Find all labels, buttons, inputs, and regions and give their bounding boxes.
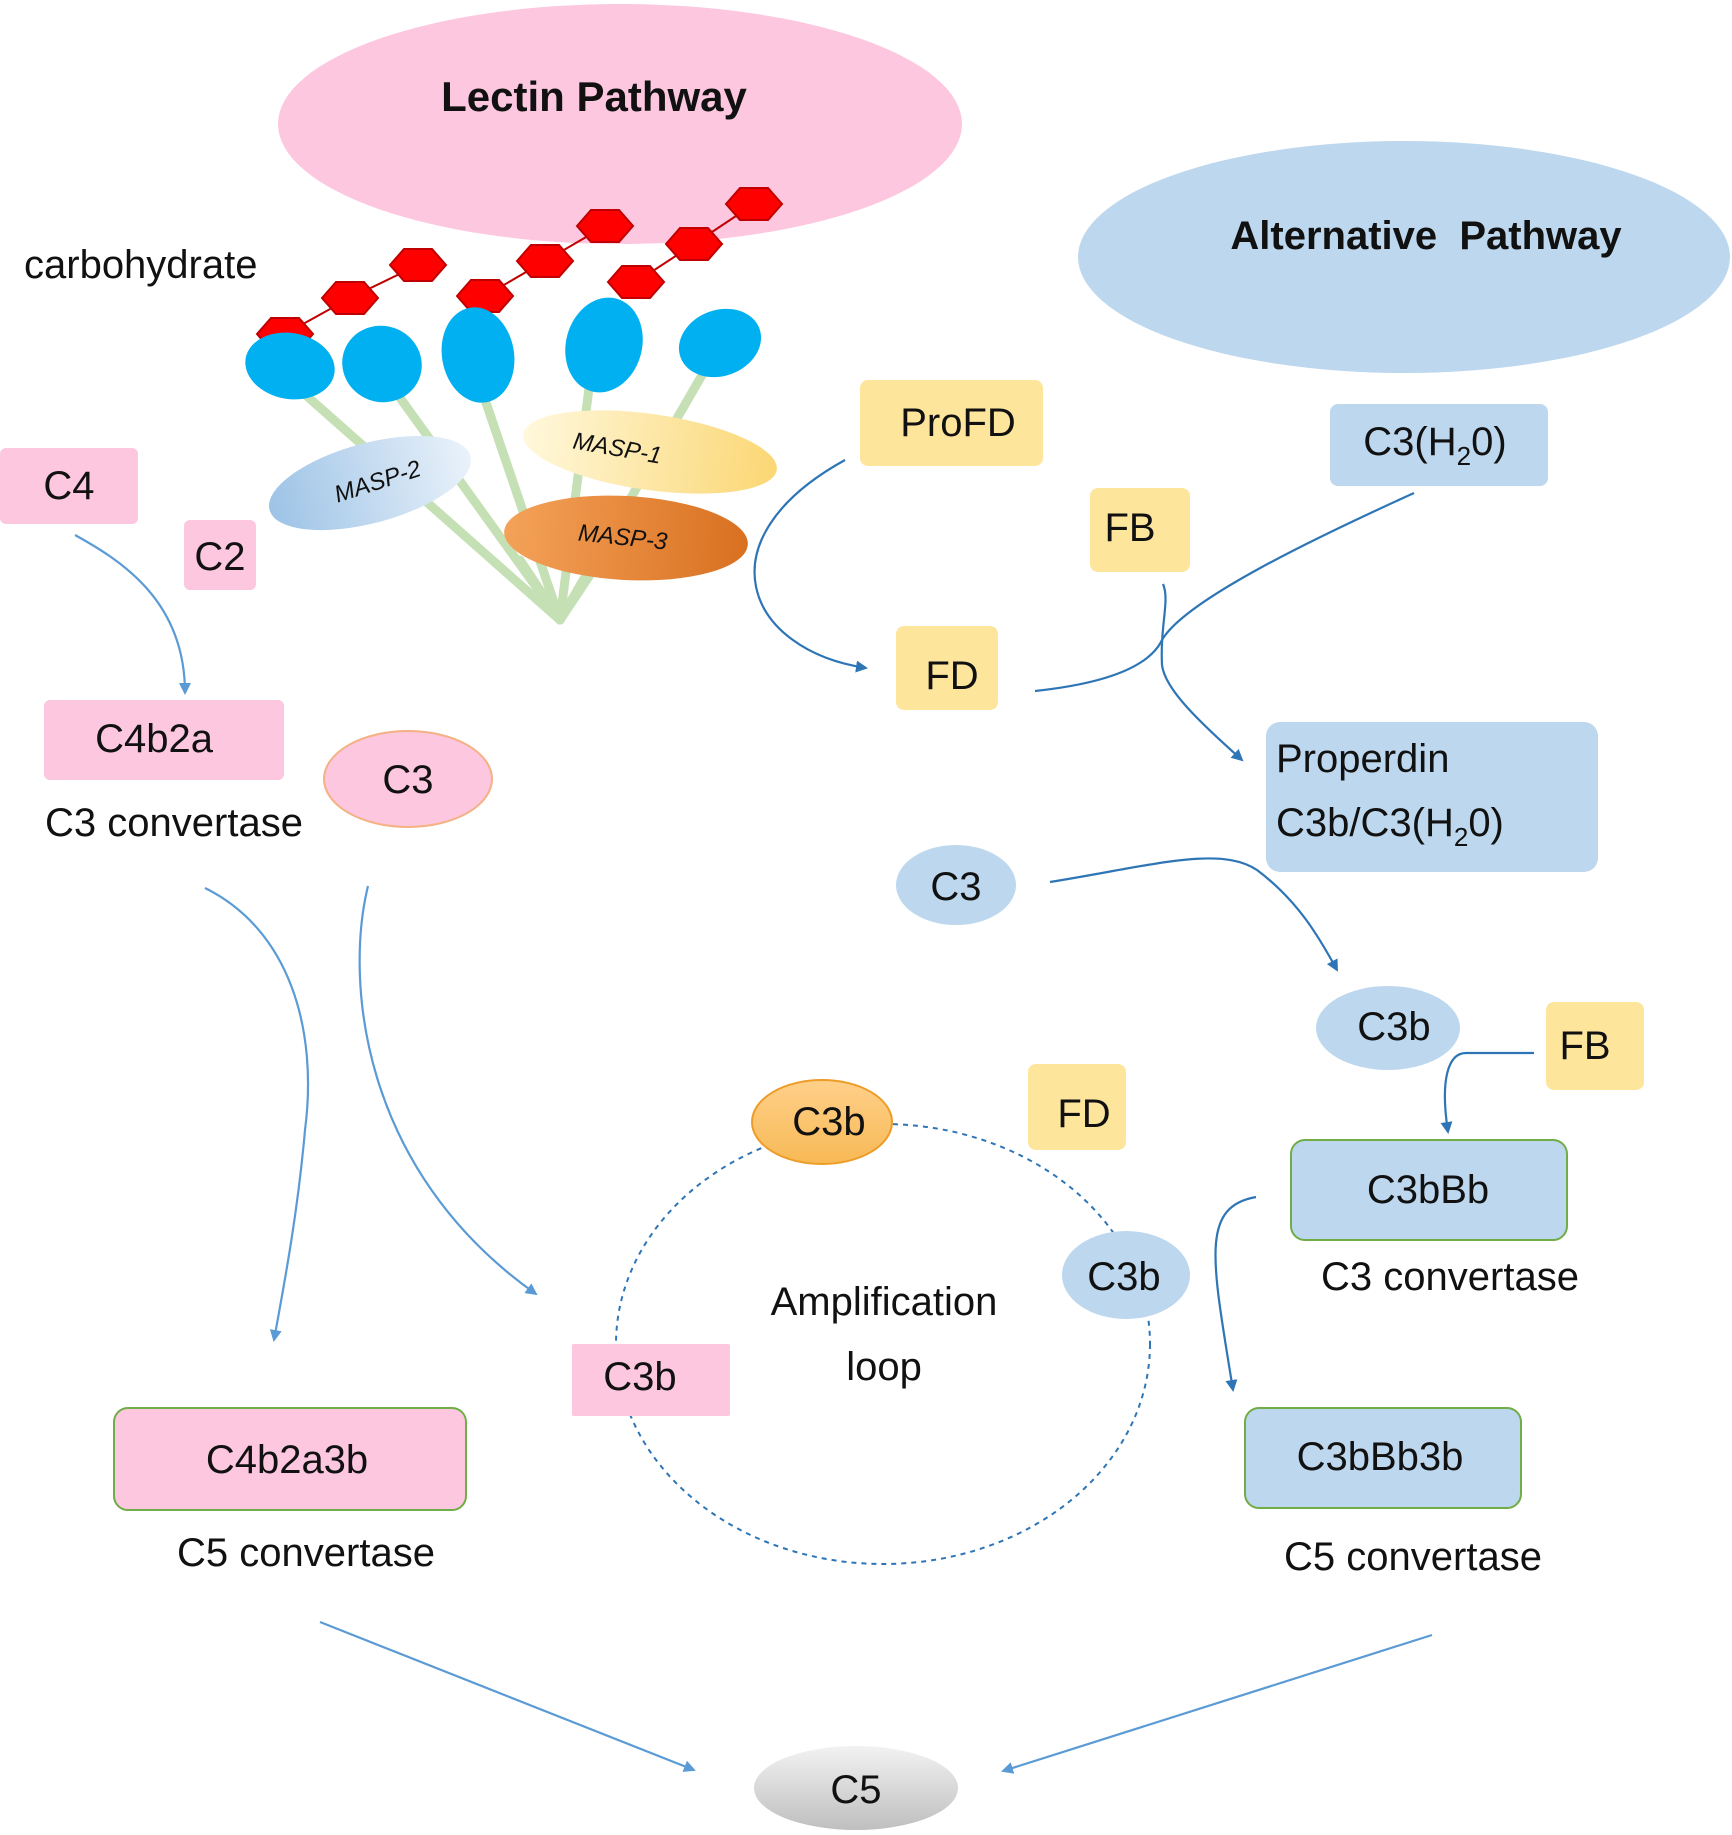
- c3h2o-node: C3(H20): [1330, 404, 1548, 486]
- alt-c3-node: C3: [896, 845, 1016, 925]
- lectin-pathway-title: Lectin Pathway: [441, 73, 747, 120]
- svg-text:C4b2a3b: C4b2a3b: [206, 1438, 368, 1482]
- svg-text:C3b: C3b: [1357, 1005, 1430, 1049]
- c5-node: C5: [754, 1746, 958, 1830]
- svg-text:FD: FD: [1057, 1092, 1110, 1136]
- alt-c5-convertase-label: C5 convertase: [1284, 1535, 1542, 1579]
- svg-text:C3bBb3b: C3bBb3b: [1297, 1435, 1464, 1479]
- arrow-alt-c5convertase-to-c5: [1001, 1633, 1433, 1774]
- c3bbb-node: C3bBb: [1290, 1139, 1568, 1241]
- masp3: MASP-3: [504, 495, 748, 581]
- lectin-pathway-header: Lectin Pathway: [278, 4, 962, 244]
- alt-c3-convertase-label: C3 convertase: [1321, 1255, 1579, 1299]
- c3bbb3b-node: C3bBb3b: [1244, 1407, 1522, 1509]
- c2-node: C2: [184, 520, 256, 590]
- c4b2a3b-node: C4b2a3b: [113, 1407, 467, 1511]
- lectin-c5-convertase-label: C5 convertase: [177, 1531, 435, 1575]
- fb-top-node: FB: [1090, 488, 1190, 572]
- profd-node: ProFD: [860, 380, 1043, 466]
- loop-c3b-top-node: C3b: [751, 1079, 893, 1165]
- fb-right-node: FB: [1546, 1002, 1644, 1090]
- arrows: [74, 459, 1534, 1774]
- arrow-profd-to-fd: [753, 459, 868, 673]
- lectin-head-icon: [245, 297, 762, 403]
- arrow-lectin-c5convertase-to-c5: [319, 1620, 696, 1772]
- svg-text:FB: FB: [1104, 506, 1155, 550]
- masp2: MASP-2: [269, 435, 471, 531]
- svg-text:C3bBb: C3bBb: [1367, 1168, 1489, 1212]
- svg-text:C3(H20): C3(H20): [1363, 420, 1506, 471]
- lectin-molecule: MASP-1 MASP-2 MASP-3: [245, 187, 784, 625]
- arrow-fb-to-properdin: [1160, 583, 1244, 762]
- svg-text:C3b: C3b: [1087, 1255, 1160, 1299]
- masp1: MASP-1: [523, 410, 777, 494]
- c4b2a-node: C4b2a: [44, 700, 284, 780]
- arrow-c3bbb-to-c3bbb3b: [1214, 1195, 1257, 1392]
- svg-text:C3: C3: [382, 758, 433, 802]
- arrow-fd-to-c3h2o: [1034, 491, 1415, 693]
- svg-text:C3b: C3b: [603, 1355, 676, 1399]
- loop-fd-node: FD: [1028, 1064, 1126, 1150]
- svg-text:C4b2a: C4b2a: [95, 717, 214, 761]
- svg-text:C2: C2: [194, 535, 245, 579]
- svg-text:ProFD: ProFD: [900, 401, 1016, 445]
- svg-text:Properdin: Properdin: [1276, 737, 1449, 781]
- fd-top-node: FD: [896, 626, 998, 710]
- svg-text:C3: C3: [930, 865, 981, 909]
- loop-label: loop: [846, 1345, 922, 1389]
- svg-text:C3b: C3b: [792, 1100, 865, 1144]
- svg-text:C4: C4: [43, 464, 94, 508]
- alt-c3b-node: C3b: [1316, 986, 1460, 1070]
- alternative-pathway-title: Alternative Pathway: [1230, 214, 1622, 258]
- arrow-c3-to-c3b: [1049, 857, 1338, 972]
- svg-text:FB: FB: [1559, 1024, 1610, 1068]
- svg-text:C3b/C3(H20): C3b/C3(H20): [1276, 801, 1504, 852]
- alternative-pathway-header: Alternative Pathway: [1078, 141, 1730, 373]
- amplification-loop: Amplification loop: [615, 1123, 1151, 1565]
- loop-c3b-right-node: C3b: [1062, 1231, 1190, 1319]
- amplification-label: Amplification: [771, 1280, 998, 1324]
- properdin-node: Properdin C3b/C3(H20): [1266, 722, 1598, 872]
- arrow-fb-to-c3bbb: [1440, 1051, 1534, 1134]
- arrow-c4-to-c4b2a: [74, 534, 191, 695]
- carbohydrate-label: carbohydrate: [24, 243, 257, 287]
- arrow-c3-to-loop: [358, 885, 538, 1296]
- c4-node: C4: [0, 448, 138, 524]
- svg-text:FD: FD: [925, 654, 978, 698]
- svg-text:C5: C5: [830, 1768, 881, 1812]
- loop-c3b-left-node: C3b: [572, 1344, 730, 1416]
- arrow-c3convertase-to-c4b2a3b: [204, 887, 310, 1342]
- lectin-c3-convertase-label: C3 convertase: [45, 801, 303, 845]
- lectin-c3-node: C3: [323, 730, 493, 828]
